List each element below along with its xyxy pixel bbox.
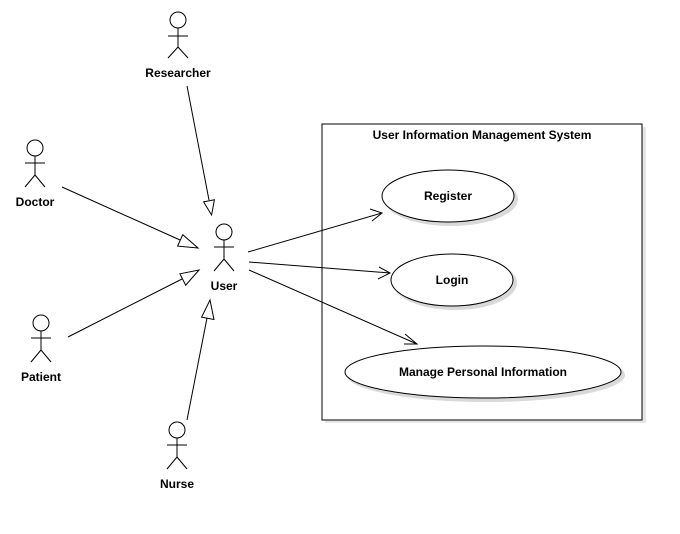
use-case-manage-ellipse[interactable]: [344, 345, 622, 399]
system-title: User Information Management System: [373, 128, 592, 142]
stick-figure-icon: [30, 314, 52, 363]
use-case-register-ellipse[interactable]: [381, 169, 515, 223]
actor-doctor[interactable]: Doctor: [16, 139, 55, 209]
generalization-arrowhead-icon: [176, 233, 200, 249]
generalization-arrowhead-icon: [202, 199, 216, 217]
stick-figure-icon: [166, 421, 188, 470]
actor-nurse-label: Nurse: [160, 477, 194, 491]
use-case-register-label: Register: [424, 189, 472, 203]
association-arrowhead-icon: [369, 208, 384, 222]
association-arrowhead-icon: [377, 266, 392, 280]
use-case-register[interactable]: Register: [381, 169, 518, 226]
generalization-doctor-user: [61, 186, 200, 249]
actor-nurse[interactable]: Nurse: [160, 421, 194, 491]
generalization-researcher-user: [186, 85, 216, 217]
association-user-manage: [248, 269, 419, 345]
stick-figure-icon: [213, 223, 235, 272]
generalization-arrowhead-icon: [179, 269, 201, 287]
stick-figure-icon: [24, 139, 46, 188]
use-case-login-label: Login: [436, 273, 469, 287]
association-user-login: [248, 261, 392, 280]
actor-doctor-label: Doctor: [16, 195, 55, 209]
actor-patient[interactable]: Patient: [21, 314, 61, 384]
actor-researcher-label: Researcher: [145, 66, 211, 80]
use-case-login-ellipse[interactable]: [390, 253, 514, 307]
actor-patient-label: Patient: [21, 370, 61, 384]
stick-figure-icon: [167, 11, 189, 59]
actor-user-label: User: [211, 279, 238, 293]
association-arrowhead-icon: [404, 333, 419, 345]
use-case-manage-personal-information[interactable]: Manage Personal Information: [344, 345, 625, 402]
use-case-manage-label: Manage Personal Information: [399, 365, 567, 379]
use-case-login[interactable]: Login: [390, 253, 517, 310]
generalization-patient-user: [67, 269, 201, 338]
association-user-register: [247, 208, 384, 253]
actor-researcher[interactable]: Researcher: [145, 11, 211, 80]
actor-user[interactable]: User: [211, 223, 238, 293]
generalization-nurse-user: [186, 298, 215, 421]
generalization-arrowhead-icon: [200, 298, 215, 321]
